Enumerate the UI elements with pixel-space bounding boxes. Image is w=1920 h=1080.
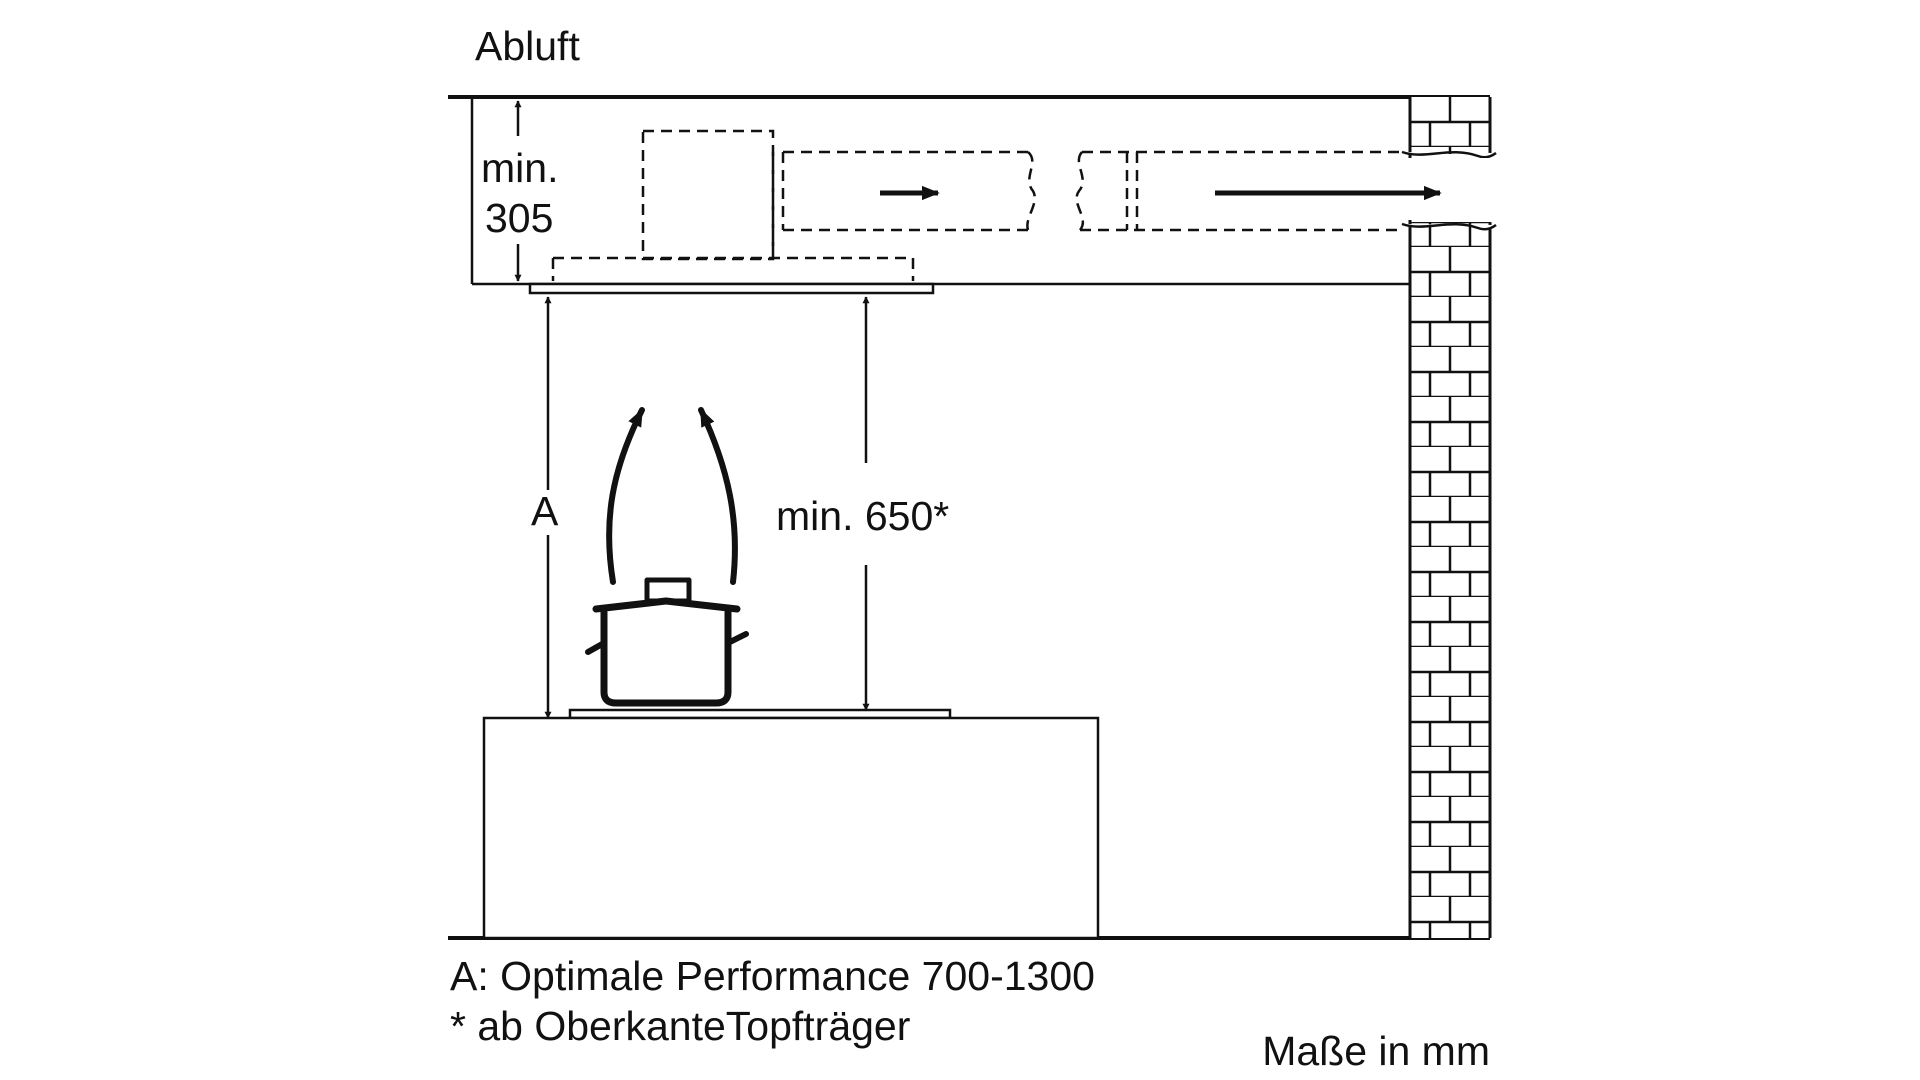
note-dimension-a: A: Optimale Performance 700-1300 xyxy=(450,953,1095,999)
note-measurement-reference: * ab OberkanteTopfträger xyxy=(450,1003,910,1049)
duct-section-2 xyxy=(1075,150,1402,232)
hood-body xyxy=(551,129,915,281)
cooking-pot-icon xyxy=(585,577,749,707)
clearance-hob-label: min. 650* xyxy=(776,493,949,539)
hood-panel xyxy=(528,282,935,295)
steam-arrows-icon xyxy=(606,407,738,585)
dimension-a-label: A xyxy=(531,488,559,534)
units-label: Maße in mm xyxy=(1262,1028,1490,1074)
clearance-top-min: min. xyxy=(481,145,558,191)
brick-wall-icon xyxy=(1401,97,1497,938)
clearance-top-value: 305 xyxy=(485,195,553,241)
duct-section-1 xyxy=(781,150,1036,232)
base-cabinet xyxy=(482,716,1100,940)
heading-abluft: Abluft xyxy=(475,23,580,69)
